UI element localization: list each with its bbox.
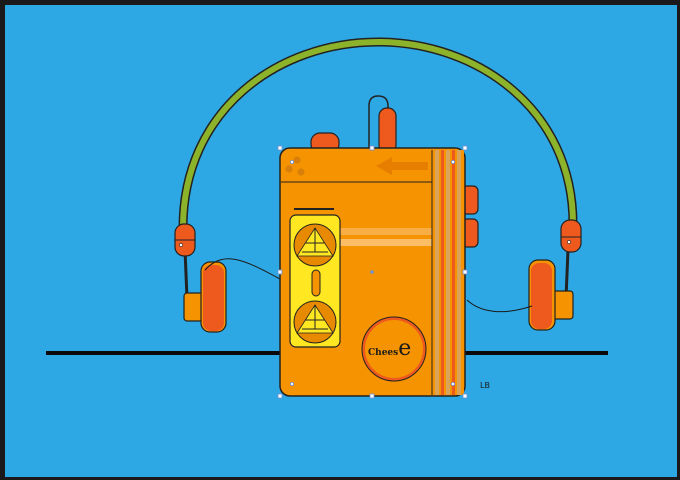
top-button-tall[interactable] xyxy=(378,107,397,154)
center-marker xyxy=(370,270,374,274)
handle-ml[interactable] xyxy=(277,269,283,275)
body-shine-2 xyxy=(340,239,432,246)
speaker-dots xyxy=(285,156,305,176)
stripe-panel xyxy=(431,150,464,395)
bottom-reel xyxy=(293,300,337,344)
logo-badge: Cheese xyxy=(361,316,427,382)
top-reel xyxy=(293,223,337,267)
handle-inner-bl[interactable] xyxy=(289,381,294,386)
right-earphone xyxy=(528,219,582,331)
handle-inner-tr[interactable] xyxy=(450,159,455,164)
logo-text: Cheese xyxy=(368,336,411,361)
handle-inner-br[interactable] xyxy=(450,381,455,386)
right-cord xyxy=(466,299,533,313)
cassette-window xyxy=(289,208,341,348)
handle-bl[interactable] xyxy=(277,393,283,399)
direction-arrow-icon xyxy=(376,157,428,175)
body-shine-1 xyxy=(340,228,432,235)
handle-tr[interactable] xyxy=(462,145,468,151)
handle-mr[interactable] xyxy=(462,269,468,275)
selection-handles[interactable] xyxy=(277,145,468,399)
headband-inner xyxy=(180,38,576,231)
signature: LB xyxy=(480,381,490,390)
handle-bm[interactable] xyxy=(369,393,375,399)
left-cord xyxy=(204,258,283,281)
logo-text-main: Chees xyxy=(368,348,398,358)
handle-inner-tl[interactable] xyxy=(289,159,294,164)
antenna-loop xyxy=(368,95,389,150)
left-earphone xyxy=(174,223,227,333)
handle-br[interactable] xyxy=(462,393,468,399)
logo-text-emphasis: e xyxy=(398,336,411,361)
handle-tm[interactable] xyxy=(369,145,375,151)
right-ear-hinge xyxy=(560,219,582,253)
handle-tl[interactable] xyxy=(277,145,283,151)
